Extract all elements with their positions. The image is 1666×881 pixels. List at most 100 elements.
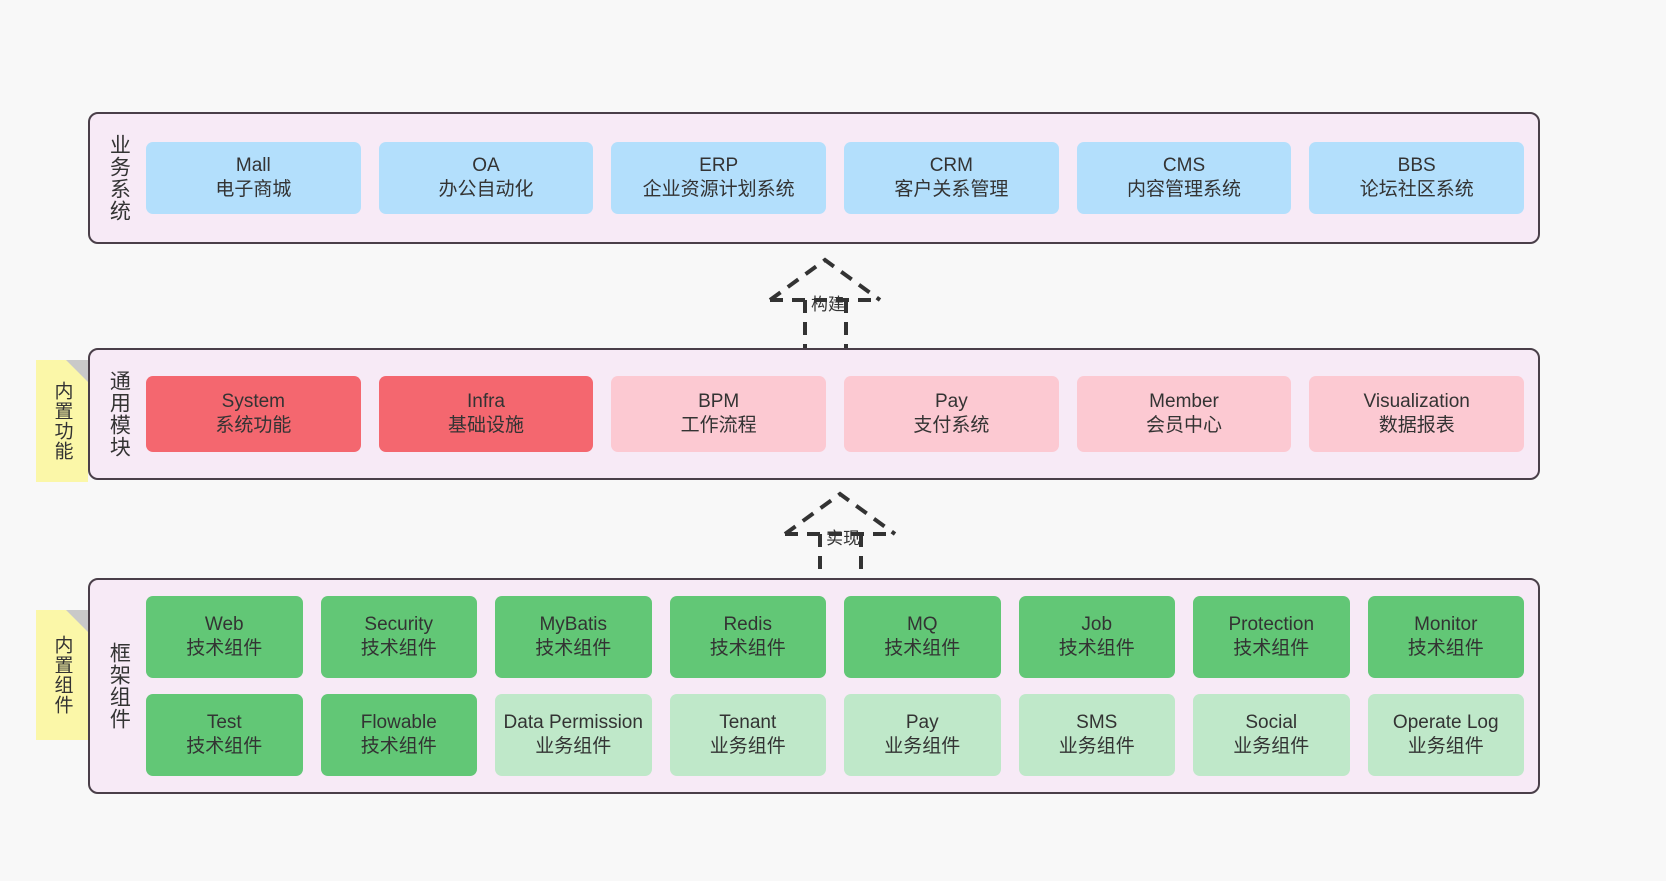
card-title-en: Monitor [1414, 613, 1478, 635]
card-title-cn: 电子商城 [215, 179, 292, 200]
card-title-cn: 业务组件 [709, 736, 786, 757]
card-title-cn: 支付系统 [913, 415, 990, 436]
card-title-en: Test [206, 711, 242, 733]
card-member[interactable]: Member 会员中心 [1076, 376, 1292, 452]
arrow-implement: 实现 [760, 486, 940, 586]
card-title-cn: 技术组件 [709, 638, 786, 659]
card-title-en: Redis [723, 613, 773, 635]
card-title-en: SMS [1076, 711, 1118, 733]
layer-title-common: 通用模块 [107, 370, 131, 458]
arrow-build-label: 构建 [811, 295, 845, 314]
card-social[interactable]: Social 业务组件 [1193, 694, 1350, 776]
card-security[interactable]: Security 技术组件 [320, 596, 477, 678]
card-title-cn: 技术组件 [535, 638, 612, 659]
card-redis[interactable]: Redis 技术组件 [669, 596, 826, 678]
card-title-en: Tenant [719, 711, 777, 733]
layer-business-systems: 业务系统 Mall 电子商城 OA 办公自动化 ERP 企业资源计划系统 CRM… [88, 112, 1540, 244]
card-mybatis[interactable]: MyBatis 技术组件 [495, 596, 652, 678]
card-title-en: CRM [929, 154, 973, 176]
arrow-implement-icon [783, 491, 897, 586]
card-title-en: Pay [934, 390, 968, 412]
card-title-cn: 数据报表 [1378, 415, 1455, 436]
card-title-cn: 业务组件 [1058, 736, 1135, 757]
card-title-cn: 业务组件 [535, 736, 612, 757]
layer-framework-components: 框架组件 Web 技术组件 Security 技术组件 MyBatis 技术组件… [88, 578, 1540, 794]
card-title-cn: 内容管理系统 [1127, 179, 1242, 200]
card-title-cn: 技术组件 [186, 736, 263, 757]
card-title-en: MQ [906, 613, 938, 635]
card-title-cn: 技术组件 [1233, 638, 1310, 659]
card-bbs[interactable]: BBS 论坛社区系统 [1309, 142, 1525, 214]
card-title-cn: 技术组件 [360, 736, 437, 757]
card-mq[interactable]: MQ 技术组件 [844, 596, 1001, 678]
card-row: Web 技术组件 Security 技术组件 MyBatis 技术组件 Redi… [146, 596, 1524, 678]
card-title-en: Mall [235, 154, 271, 176]
card-title-cn: 技术组件 [186, 638, 263, 659]
card-title-en: Member [1149, 390, 1219, 412]
card-title-en: BPM [698, 390, 740, 412]
card-crm[interactable]: CRM 客户关系管理 [844, 142, 1059, 214]
card-title-en: Social [1245, 711, 1298, 733]
card-protection[interactable]: Protection 技术组件 [1193, 596, 1350, 678]
card-title-en: System [221, 390, 286, 412]
card-monitor[interactable]: Monitor 技术组件 [1367, 596, 1524, 678]
card-title-cn: 业务组件 [884, 736, 961, 757]
card-visualization[interactable]: Visualization 数据报表 [1309, 376, 1525, 452]
card-web[interactable]: Web 技术组件 [146, 596, 303, 678]
card-system[interactable]: System 系统功能 [146, 376, 361, 452]
card-pay-business[interactable]: Pay 业务组件 [844, 694, 1001, 776]
card-title-en: ERP [699, 154, 739, 176]
card-cms[interactable]: CMS 内容管理系统 [1076, 142, 1292, 214]
card-pay[interactable]: Pay 支付系统 [844, 376, 1059, 452]
card-infra[interactable]: Infra 基础设施 [378, 376, 594, 452]
card-title-en: Security [364, 613, 434, 635]
card-title-en: Flowable [360, 711, 437, 733]
card-title-en: OA [472, 154, 500, 176]
card-row: Mall 电子商城 OA 办公自动化 ERP 企业资源计划系统 CRM 客户关系… [146, 142, 1525, 214]
card-title-cn: 技术组件 [360, 638, 437, 659]
layer-body-common: System 系统功能 Infra 基础设施 BPM 工作流程 Pay 支付系统… [146, 350, 1538, 478]
card-title-cn: 技术组件 [1058, 638, 1135, 659]
card-title-cn: 工作流程 [680, 415, 757, 436]
card-title-en: Operate Log [1392, 711, 1499, 733]
card-title-cn: 技术组件 [884, 638, 961, 659]
card-title-cn: 业务组件 [1233, 736, 1310, 757]
layer-common-modules: 通用模块 System 系统功能 Infra 基础设施 BPM 工作流程 Pay… [88, 348, 1540, 480]
card-title-en: Infra [466, 390, 506, 412]
card-title-en: Data Permission [503, 711, 643, 733]
card-title-en: CMS [1162, 154, 1206, 176]
card-tenant[interactable]: Tenant 业务组件 [669, 694, 826, 776]
card-title-en: MyBatis [539, 613, 608, 635]
card-title-cn: 业务组件 [1407, 736, 1484, 757]
layer-title-framework: 框架组件 [107, 642, 131, 730]
card-title-en: BBS [1397, 154, 1436, 176]
card-row: System 系统功能 Infra 基础设施 BPM 工作流程 Pay 支付系统… [146, 376, 1525, 452]
card-title-cn: 基础设施 [448, 415, 525, 436]
card-title-cn: 论坛社区系统 [1359, 179, 1474, 200]
card-oa[interactable]: OA 办公自动化 [378, 142, 594, 214]
card-mall[interactable]: Mall 电子商城 [146, 142, 361, 214]
card-title-cn: 客户关系管理 [894, 179, 1009, 200]
card-title-en: Protection [1228, 613, 1315, 635]
arrow-build: 构建 [745, 252, 925, 352]
card-job[interactable]: Job 技术组件 [1018, 596, 1175, 678]
card-title-cn: 系统功能 [215, 415, 292, 436]
card-bpm[interactable]: BPM 工作流程 [611, 376, 827, 452]
card-erp[interactable]: ERP 企业资源计划系统 [611, 142, 827, 214]
card-row: Test 技术组件 Flowable 技术组件 Data Permission … [146, 694, 1524, 776]
card-title-en: Pay [905, 711, 939, 733]
card-operate-log[interactable]: Operate Log 业务组件 [1367, 694, 1524, 776]
card-title-cn: 办公自动化 [438, 179, 534, 200]
card-flowable[interactable]: Flowable 技术组件 [320, 694, 477, 776]
card-test[interactable]: Test 技术组件 [146, 694, 303, 776]
card-data-permission[interactable]: Data Permission 业务组件 [495, 694, 652, 776]
layer-body-framework: Web 技术组件 Security 技术组件 MyBatis 技术组件 Redi… [146, 580, 1538, 792]
card-title-cn: 技术组件 [1407, 638, 1484, 659]
arrow-implement-label: 实现 [826, 529, 860, 548]
layer-title-business: 业务系统 [107, 134, 131, 222]
card-title-cn: 企业资源计划系统 [642, 179, 795, 200]
card-title-en: Job [1081, 613, 1113, 635]
card-sms[interactable]: SMS 业务组件 [1018, 694, 1175, 776]
card-title-en: Web [204, 613, 244, 635]
layer-body-business: Mall 电子商城 OA 办公自动化 ERP 企业资源计划系统 CRM 客户关系… [146, 114, 1538, 242]
